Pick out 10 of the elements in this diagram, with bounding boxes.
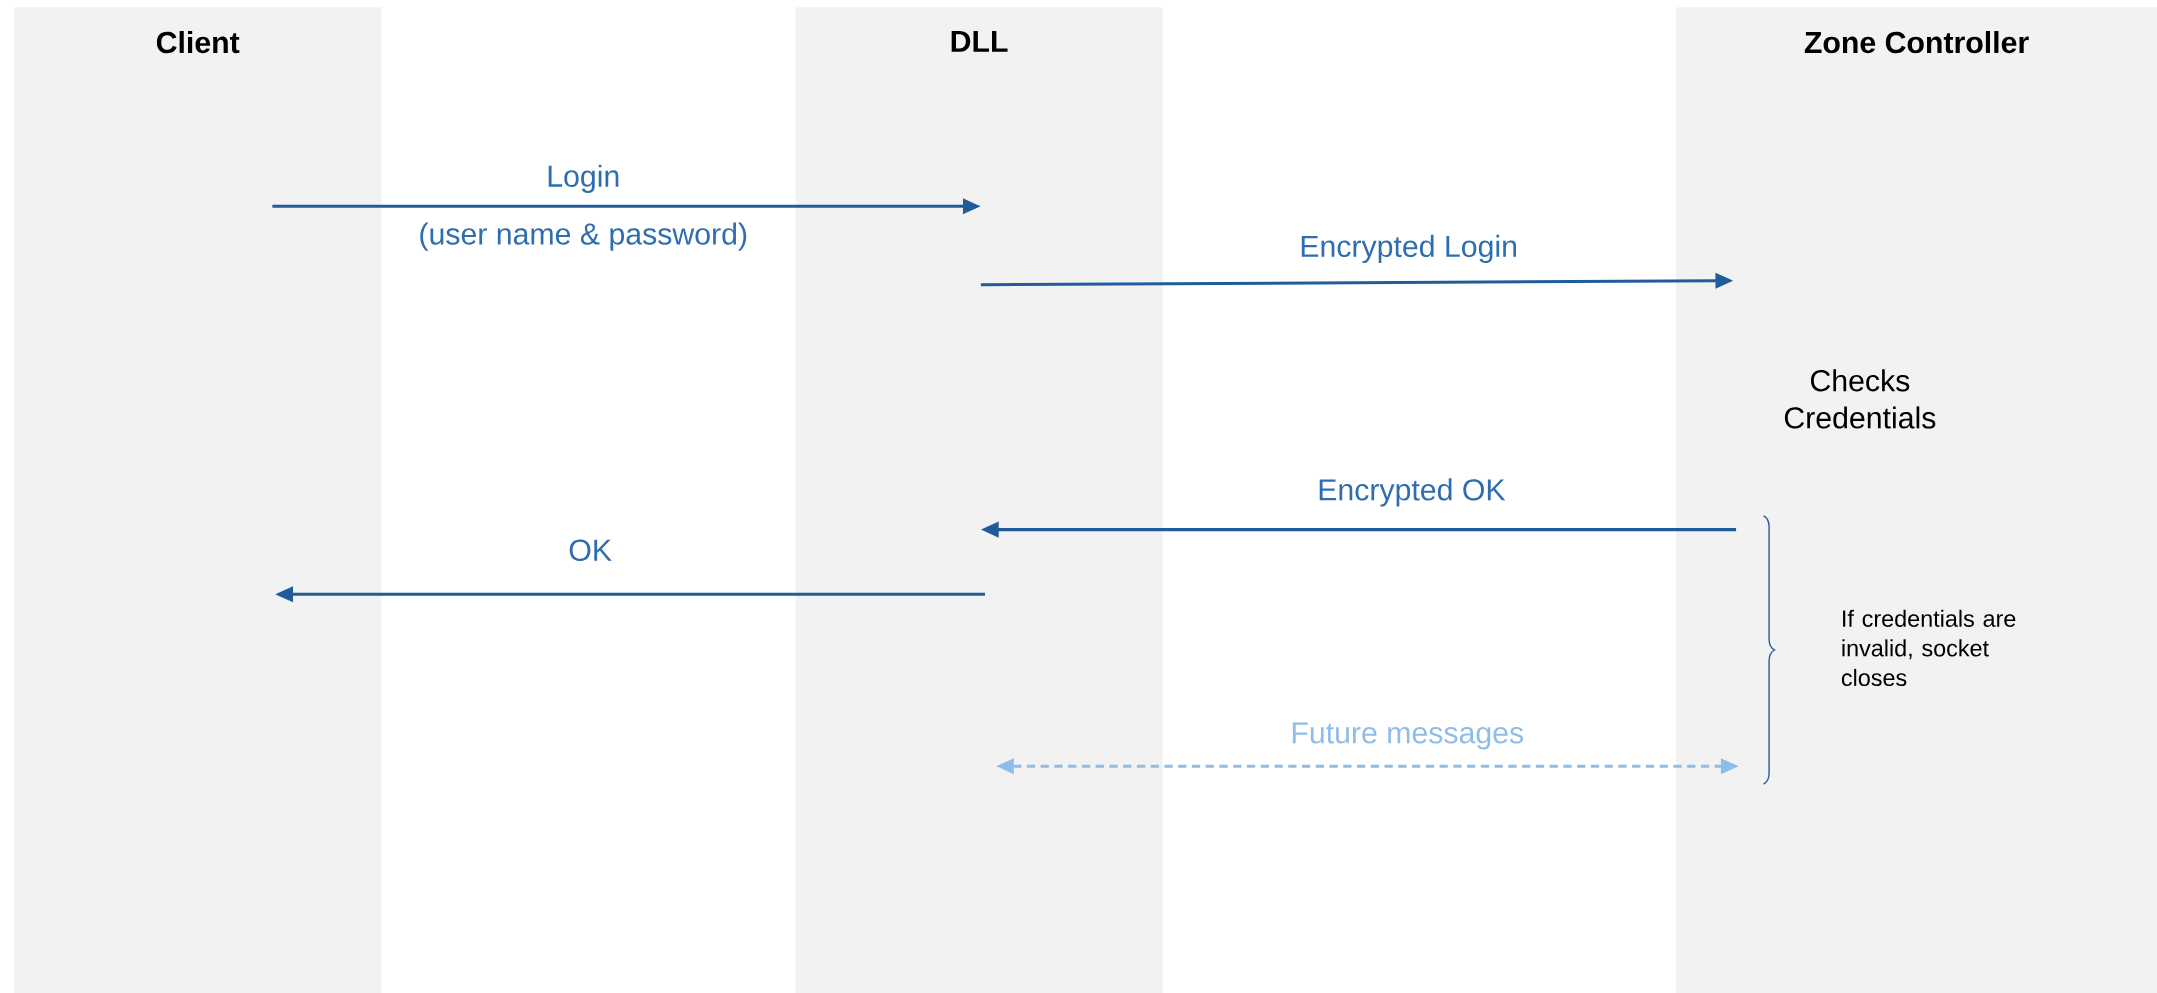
edge-label: Encrypted OK	[1319, 478, 1506, 507]
swimlane: Client	[14, 7, 382, 993]
note-text: Checks Credentials	[1784, 369, 1936, 429]
edge-label: Future messages	[1292, 722, 1524, 750]
edge-label: Encrypted Login	[1301, 234, 1516, 263]
label-text: (user name & password)	[420, 222, 747, 251]
edge-label: Login	[548, 164, 619, 193]
swimlane: DLL	[795, 7, 1163, 993]
note-text: If credentials are invalid, socket closes	[1841, 609, 2016, 686]
edge-label: OK	[569, 539, 612, 561]
